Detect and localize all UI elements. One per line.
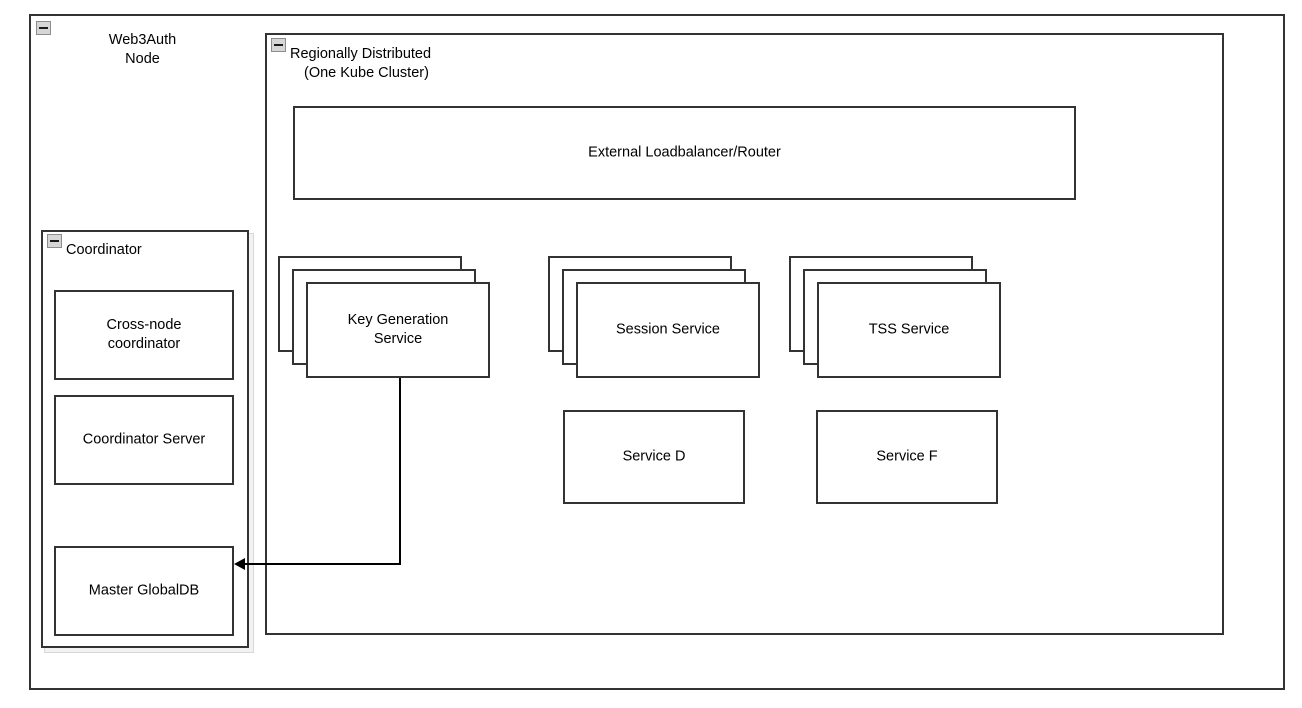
node-session-service-layer-front[interactable]: Session Service	[576, 282, 760, 378]
label-web3auth-node-line2: Node	[125, 51, 160, 67]
node-key-generation-service-label: Key Generation Service	[347, 312, 449, 347]
label-coordinator: Coordinator	[66, 242, 142, 258]
node-external-loadbalancer-label: External Loadbalancer/Router	[588, 144, 781, 161]
collapse-icon-kube-cluster[interactable]	[271, 38, 286, 52]
collapse-icon-coordinator[interactable]	[47, 234, 62, 248]
node-service-f-label: Service F	[876, 448, 938, 465]
node-master-globaldb[interactable]: Master GlobalDB	[54, 546, 234, 636]
node-tss-service-layer-front[interactable]: TSS Service	[817, 282, 1001, 378]
node-master-globaldb-label: Master GlobalDB	[88, 582, 200, 599]
connector-keygen-to-globaldb-vertical	[399, 378, 401, 565]
connector-keygen-to-globaldb-horizontal	[244, 563, 401, 565]
node-service-d-label: Service D	[622, 448, 686, 465]
node-tss-service-label: TSS Service	[868, 321, 950, 338]
node-cross-node-coordinator-label: Cross-node coordinator	[106, 317, 182, 352]
label-kube-cluster: Regionally Distributed (One Kube Cluster)	[290, 45, 540, 83]
collapse-icon-web3auth-node[interactable]	[36, 21, 51, 35]
node-service-d[interactable]: Service D	[563, 410, 745, 504]
node-tss-service[interactable]: TSS Service	[789, 256, 1001, 380]
node-coordinator-server[interactable]: Coordinator Server	[54, 395, 234, 485]
node-external-loadbalancer[interactable]: External Loadbalancer/Router	[293, 106, 1076, 200]
label-web3auth-node-line1: Web3Auth	[108, 32, 177, 48]
node-cross-node-coordinator[interactable]: Cross-node coordinator	[54, 290, 234, 380]
node-key-generation-service-layer-front[interactable]: Key Generation Service	[306, 282, 490, 378]
node-session-service[interactable]: Session Service	[548, 256, 760, 380]
node-service-f[interactable]: Service F	[816, 410, 998, 504]
label-kube-cluster-line2: (One Kube Cluster)	[304, 65, 429, 81]
connector-keygen-to-globaldb-arrowhead	[234, 558, 245, 570]
node-key-generation-service[interactable]: Key Generation Service	[278, 256, 490, 380]
node-coordinator-server-label: Coordinator Server	[82, 431, 206, 448]
label-kube-cluster-line1: Regionally Distributed	[290, 46, 432, 62]
node-session-service-label: Session Service	[616, 321, 720, 338]
